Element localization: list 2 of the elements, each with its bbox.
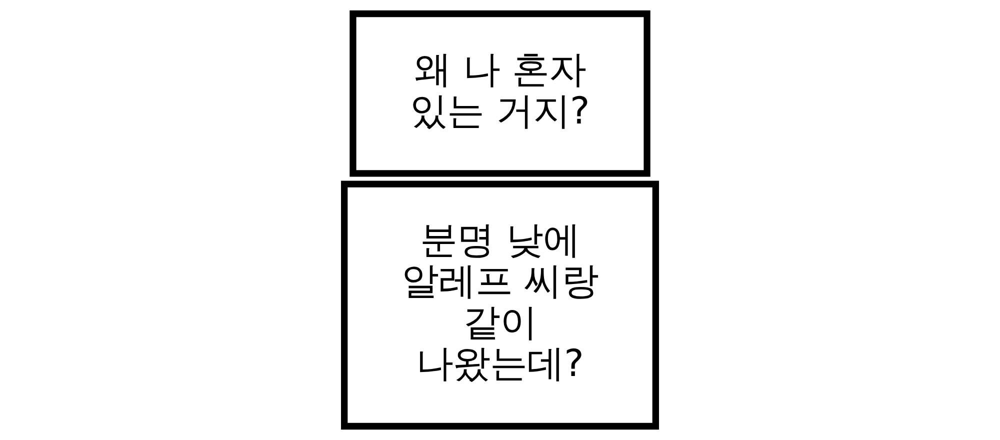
node-box: 왜 나 혼자 있는 거지? xyxy=(350,10,650,177)
node-box: 분명 낮에 알레프 씨랑 같이 나왔는데? xyxy=(341,180,659,430)
